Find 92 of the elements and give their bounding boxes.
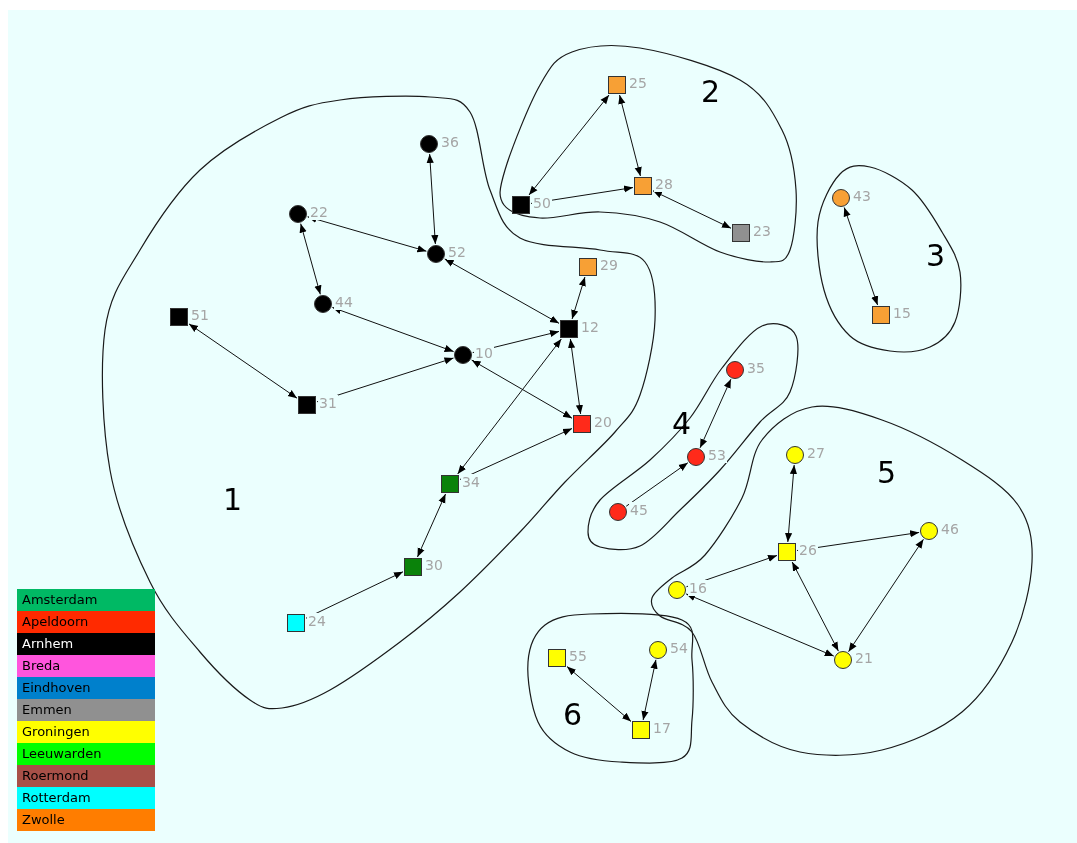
node-number: 25 [628, 75, 648, 91]
node-number: 10 [474, 345, 494, 361]
node-number: 21 [854, 650, 874, 666]
node-number: 51 [190, 307, 210, 323]
arrow [426, 153, 439, 245]
arrow [566, 666, 632, 722]
arrow [528, 94, 610, 196]
node-number: 26 [798, 542, 818, 558]
node-number: 16 [688, 580, 708, 596]
node-number: 55 [568, 648, 588, 664]
square-node [404, 558, 422, 576]
arrow [316, 357, 454, 403]
node-number: 50 [532, 195, 552, 211]
node-number: 36 [440, 134, 460, 150]
legend-label: Arnhem [22, 636, 74, 652]
arrow [299, 223, 322, 295]
node-number: 53 [707, 447, 727, 463]
arrow [785, 464, 798, 543]
arrow [188, 323, 298, 399]
node-number: 23 [752, 223, 772, 239]
cluster-number: 5 [877, 456, 897, 490]
node-number: 35 [746, 360, 766, 376]
arrow [848, 538, 924, 653]
legend-label: Breda [22, 658, 61, 674]
node-number: 44 [334, 294, 354, 310]
node-number: 24 [307, 613, 327, 629]
node-number: 30 [424, 557, 444, 573]
square-node [608, 76, 626, 94]
square-node [298, 396, 316, 414]
arrow [471, 359, 573, 419]
arrow [843, 206, 879, 306]
node-number: 20 [593, 414, 613, 430]
arrow [307, 215, 427, 253]
arrow [530, 185, 634, 204]
cluster-number: 6 [563, 698, 583, 732]
arrow [568, 338, 583, 415]
square-node [170, 308, 188, 326]
arrow [796, 530, 920, 551]
node-number: 15 [892, 305, 912, 321]
legend-label: Rotterdam [22, 790, 91, 806]
node-number: 45 [629, 502, 649, 518]
legend-label: Emmen [22, 702, 72, 718]
square-node [579, 258, 597, 276]
square-node [548, 649, 566, 667]
node-number: 34 [461, 474, 481, 490]
arrow [652, 190, 732, 229]
arrow [699, 378, 732, 449]
square-node [732, 224, 750, 242]
node-number: 46 [940, 521, 960, 537]
arrow [618, 94, 642, 177]
node-number: 27 [806, 445, 826, 461]
square-node [573, 415, 591, 433]
arrow [305, 571, 404, 619]
legend-label: Zwolle [22, 812, 65, 828]
square-node [778, 543, 796, 561]
legend-label: Amsterdam [22, 592, 98, 608]
square-node [634, 177, 652, 195]
legend-label: Eindhoven [22, 680, 91, 696]
arrow [416, 493, 447, 558]
legend-label: Apeldoorn [22, 614, 89, 630]
square-node [560, 320, 578, 338]
node-number: 31 [318, 395, 338, 411]
legend-label: Leeuwarden [22, 746, 102, 762]
arrow [472, 330, 560, 354]
node-number: 22 [309, 204, 329, 220]
arrow [331, 306, 455, 353]
cluster-number: 3 [926, 239, 946, 273]
arrow [459, 428, 573, 480]
node-number: 52 [447, 244, 467, 260]
arrow [641, 659, 658, 721]
square-node [872, 306, 890, 324]
arrow [571, 276, 586, 320]
square-node [632, 721, 650, 739]
node-number: 28 [654, 176, 674, 192]
arrow [685, 554, 778, 588]
square-node [441, 475, 459, 493]
arrow [791, 561, 839, 652]
cluster-number: 1 [223, 483, 243, 517]
legend-label: Groningen [22, 724, 90, 740]
arrow [685, 593, 835, 657]
node-number: 54 [669, 640, 689, 656]
cluster-number: 2 [701, 75, 721, 109]
arrow [444, 258, 560, 324]
legend-label: Roermond [22, 768, 89, 784]
arrow [457, 338, 562, 475]
square-node [287, 614, 305, 632]
arrow [625, 462, 689, 507]
node-number: 43 [852, 188, 872, 204]
node-number: 29 [599, 257, 619, 273]
square-node [512, 196, 530, 214]
node-number: 17 [652, 720, 672, 736]
node-number: 12 [580, 319, 600, 335]
